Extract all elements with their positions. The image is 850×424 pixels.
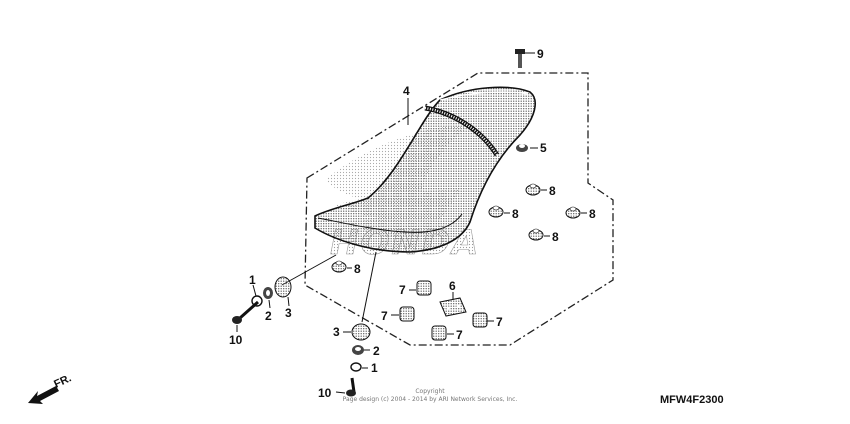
collar-7c[interactable] — [472, 312, 488, 328]
left-mount-assembly[interactable] — [232, 254, 337, 324]
callout-7: 7 — [381, 309, 388, 323]
copyright-notice: Copyright Page design (c) 2004 - 2014 by… — [300, 388, 560, 404]
callout-10: 10 — [318, 386, 332, 400]
grommet-3b — [351, 323, 371, 341]
grommet-3a — [274, 276, 292, 298]
callout-5: 5 — [540, 141, 547, 155]
diagram-code: MFW4F2300 — [660, 394, 724, 406]
washer-1b — [350, 362, 362, 372]
bumper-8b[interactable] — [488, 205, 504, 218]
copyright-text: Page design (c) 2004 - 2014 by ARI Netwo… — [342, 396, 518, 403]
front-direction-arrow: FR. — [28, 372, 73, 404]
callout-3: 3 — [285, 306, 292, 320]
bumper-8e[interactable] — [331, 260, 347, 273]
callout-6: 6 — [449, 279, 456, 293]
callout-8: 8 — [512, 207, 519, 221]
callout-7: 7 — [496, 315, 503, 329]
collar-7d[interactable] — [431, 325, 447, 341]
callout-8: 8 — [549, 184, 556, 198]
seat[interactable] — [314, 86, 536, 253]
callout-8: 8 — [354, 262, 361, 276]
bumper-8c[interactable] — [565, 206, 581, 219]
callout-1: 1 — [249, 273, 256, 287]
callout-2: 2 — [265, 309, 272, 323]
callout-9: 9 — [537, 47, 544, 61]
bumper-8a[interactable] — [525, 183, 541, 196]
collar-7b[interactable] — [399, 306, 415, 322]
callout-2: 2 — [373, 344, 380, 358]
front-label: FR. — [52, 372, 73, 390]
rear-mount-assembly[interactable] — [346, 251, 377, 397]
bolt-10b — [346, 377, 356, 397]
collar-2b — [352, 345, 364, 355]
copyright-title: Copyright — [415, 388, 445, 395]
collar-2a — [263, 287, 273, 299]
callout-4: 4 — [403, 84, 410, 98]
bolt-9[interactable] — [515, 49, 525, 68]
callout-7: 7 — [456, 328, 463, 342]
callout-3: 3 — [333, 325, 340, 339]
nut-5[interactable] — [516, 144, 528, 152]
bolt-10a — [232, 300, 259, 324]
callout-7: 7 — [399, 283, 406, 297]
callout-8: 8 — [589, 207, 596, 221]
bracket-6[interactable] — [439, 297, 467, 317]
bumper-8d[interactable] — [528, 228, 544, 241]
callout-1: 1 — [371, 361, 378, 375]
callout-10: 10 — [229, 333, 243, 347]
collar-7a[interactable] — [416, 280, 432, 296]
callout-8: 8 — [552, 230, 559, 244]
